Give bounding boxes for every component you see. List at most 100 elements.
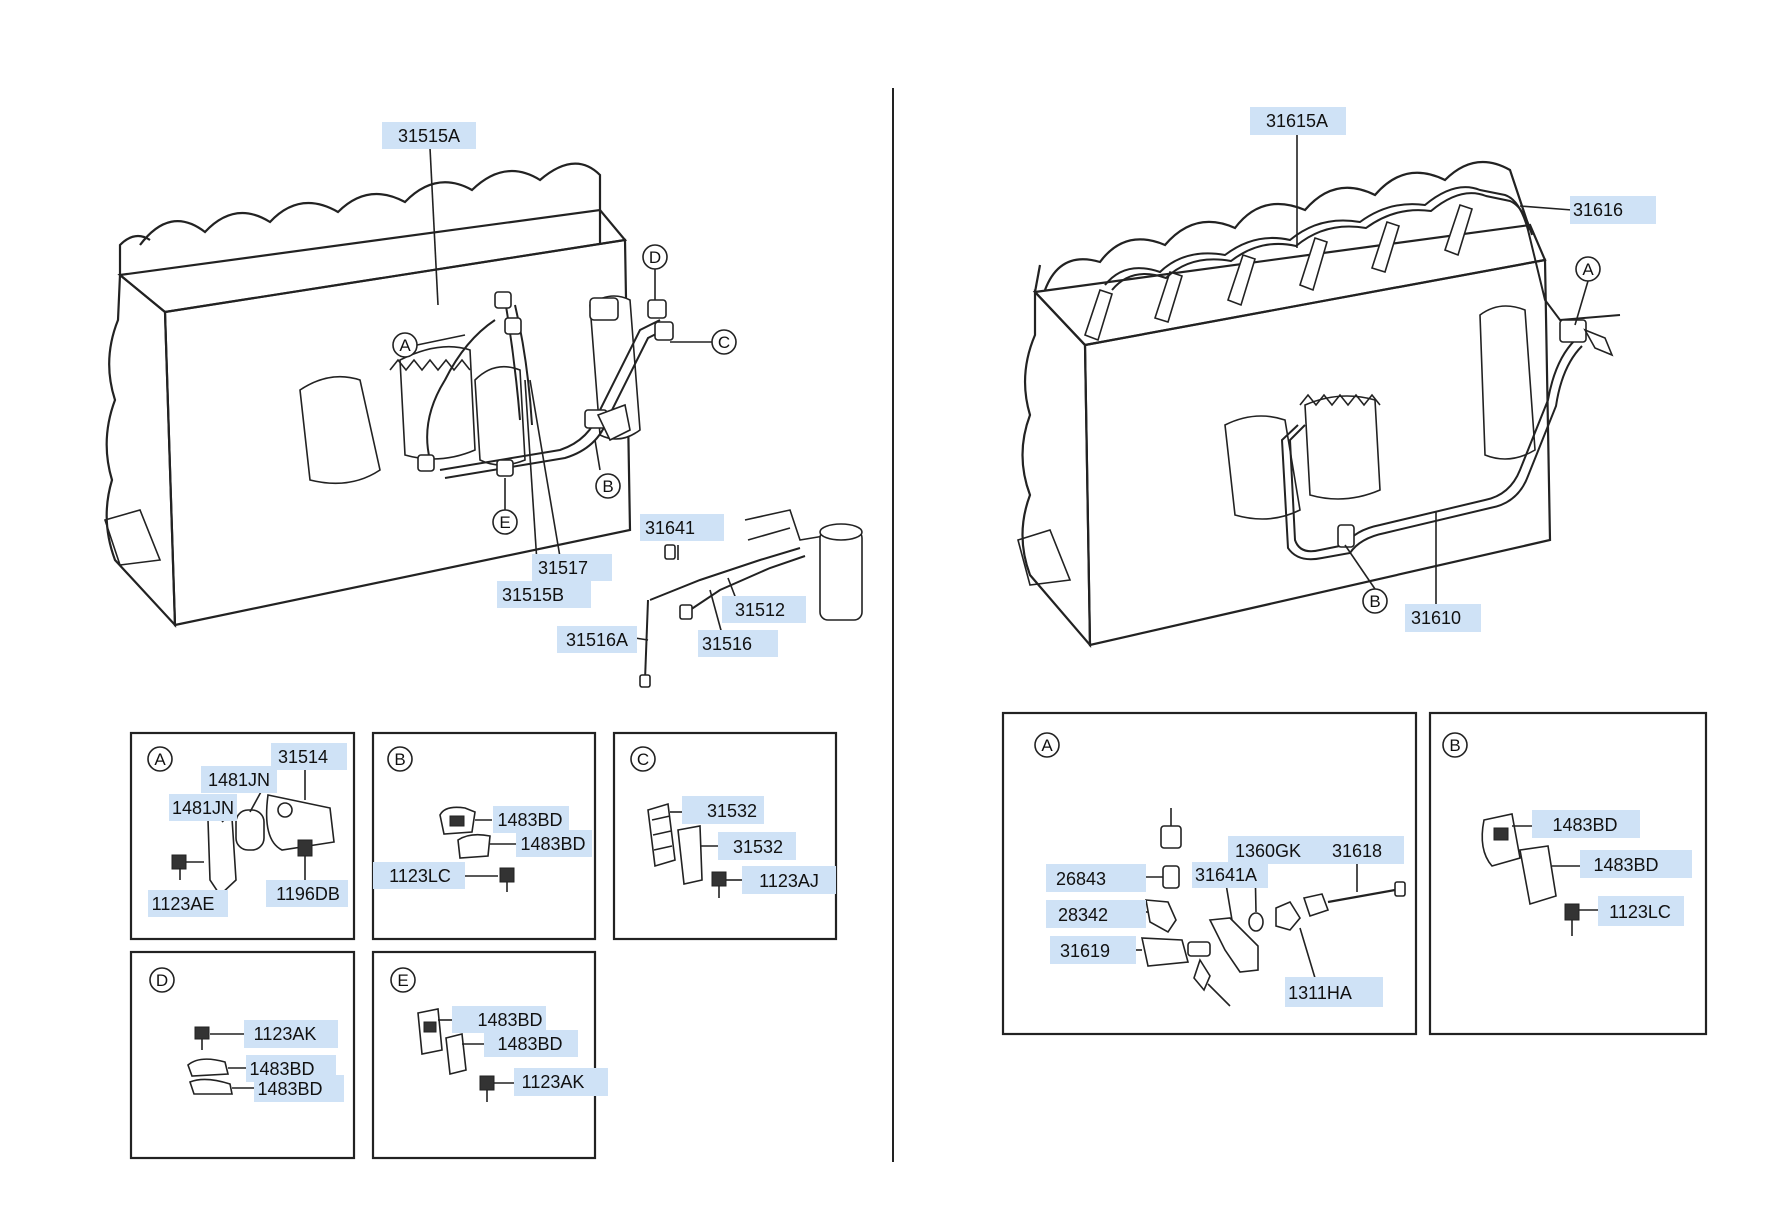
svg-text:31641A: 31641A [1195, 865, 1257, 885]
label-31512: 31512 [722, 596, 806, 623]
callout-B: B [1362, 588, 1388, 614]
label-31615A: 31615A [1250, 107, 1346, 135]
label-1483BD-2: 1483BD [484, 1030, 578, 1057]
left-callouts: A D C B E [392, 244, 737, 535]
label-31619: 31619 [1050, 936, 1136, 964]
label-31514: 31514 [271, 743, 347, 770]
callout-A: A [392, 332, 418, 358]
svg-text:26843: 26843 [1056, 869, 1106, 889]
svg-text:A: A [154, 750, 166, 769]
svg-text:D: D [156, 971, 168, 990]
svg-text:A: A [1582, 260, 1594, 279]
label-31515A: 31515A [382, 122, 476, 149]
label-31641A: 31641A [1192, 862, 1268, 888]
label-31616: 31616 [1570, 196, 1656, 224]
label-31610: 31610 [1405, 604, 1481, 632]
detail-box-left-C: C 31532 31532 1123AJ [612, 731, 838, 941]
svg-text:31641: 31641 [645, 518, 695, 538]
label-26843: 26843 [1046, 864, 1146, 892]
label-28342: 28342 [1046, 900, 1146, 928]
svg-text:1481JN: 1481JN [172, 798, 234, 818]
detail-box-left-D: D 1123AK 1483BD 1483BD [129, 950, 356, 1160]
callout-D: D [642, 244, 668, 270]
detail-box-left-B: B 1483BD 1483BD 1123LC [371, 731, 597, 941]
label-1123AK: 1123AK [244, 1020, 338, 1048]
label-1123LC: 1123LC [373, 862, 465, 889]
svg-text:1483BD: 1483BD [1593, 855, 1658, 875]
label-1360GK: 1360GK [1228, 836, 1320, 864]
label-1123LC: 1123LC [1598, 896, 1684, 926]
label-1311HA: 1311HA [1285, 977, 1383, 1007]
svg-text:31516A: 31516A [566, 630, 628, 650]
label-31532-2: 31532 [718, 832, 796, 860]
svg-text:1483BD: 1483BD [249, 1059, 314, 1079]
svg-text:1483BD: 1483BD [1552, 815, 1617, 835]
left-engine-illustration [103, 162, 863, 688]
label-1481JN-2: 1481JN [169, 794, 237, 821]
svg-text:31515A: 31515A [398, 126, 460, 146]
svg-text:E: E [499, 513, 510, 532]
svg-text:1123LC: 1123LC [1609, 902, 1671, 922]
svg-text:B: B [602, 477, 613, 496]
svg-text:1311HA: 1311HA [1288, 983, 1352, 1003]
callout-C: C [711, 329, 737, 355]
svg-text:1483BD: 1483BD [477, 1010, 542, 1030]
svg-text:31610: 31610 [1411, 608, 1461, 628]
label-1123AE: 1123AE [148, 890, 228, 917]
svg-text:31615A: 31615A [1266, 111, 1328, 131]
left-leader-lines [416, 147, 739, 641]
label-1483BD-2: 1483BD [254, 1075, 344, 1102]
detail-box-left-E: E 1483BD 1483BD 1123AK [371, 950, 608, 1160]
svg-text:1483BD: 1483BD [497, 810, 562, 830]
label-31618: 31618 [1320, 836, 1404, 864]
svg-text:31532: 31532 [707, 801, 757, 821]
svg-text:1123AJ: 1123AJ [759, 871, 819, 891]
svg-text:1483BD: 1483BD [257, 1079, 322, 1099]
label-1481JN-1: 1481JN [201, 766, 277, 793]
svg-text:1481JN: 1481JN [208, 770, 270, 790]
label-31532-1: 31532 [682, 796, 764, 824]
label-1123AK: 1123AK [514, 1068, 608, 1096]
svg-text:31516: 31516 [702, 634, 752, 654]
callout-A: A [1575, 256, 1601, 282]
label-31516: 31516 [698, 630, 778, 657]
detail-box-left-A: A 31514 1481JN 1481JN 1123AE 1196DB [129, 731, 356, 941]
label-1483BD-1: 1483BD [452, 1006, 546, 1033]
svg-text:A: A [1041, 736, 1053, 755]
right-callouts: A B [1362, 256, 1601, 614]
svg-text:E: E [397, 971, 408, 990]
svg-text:31514: 31514 [278, 747, 328, 767]
svg-text:D: D [649, 248, 661, 267]
label-31517: 31517 [532, 554, 612, 581]
right-engine-illustration [1017, 160, 1621, 649]
svg-text:1123AE: 1123AE [152, 894, 215, 914]
svg-text:C: C [637, 750, 649, 769]
svg-text:31616: 31616 [1573, 200, 1623, 220]
svg-text:1483BD: 1483BD [520, 834, 585, 854]
svg-text:31515B: 31515B [502, 585, 564, 605]
label-1483BD-1: 1483BD [1532, 810, 1640, 838]
svg-text:1483BD: 1483BD [497, 1034, 562, 1054]
svg-text:1123AK: 1123AK [522, 1072, 585, 1092]
label-1483BD-2: 1483BD [1580, 850, 1692, 878]
right-part-labels: 31615A 31616 31610 [1250, 107, 1656, 632]
label-1196DB: 1196DB [266, 880, 348, 907]
left-part-labels: 31515A 31641 31517 31515B 31512 31516A 3… [382, 122, 806, 657]
svg-text:A: A [399, 336, 411, 355]
detail-box-right-B: B 1483BD 1483BD 1123LC [1428, 711, 1708, 1036]
svg-text:B: B [1449, 736, 1460, 755]
svg-text:31619: 31619 [1060, 941, 1110, 961]
label-31515B: 31515B [497, 581, 591, 608]
callout-B: B [595, 473, 621, 499]
svg-text:31512: 31512 [735, 600, 785, 620]
svg-text:31532: 31532 [733, 837, 783, 857]
svg-text:31517: 31517 [538, 558, 588, 578]
callout-E: E [492, 509, 518, 535]
svg-text:1123LC: 1123LC [389, 866, 451, 886]
svg-text:1196DB: 1196DB [276, 884, 340, 904]
label-31516A: 31516A [557, 626, 637, 653]
svg-text:1360GK: 1360GK [1235, 841, 1301, 861]
svg-text:1123AK: 1123AK [254, 1024, 317, 1044]
svg-text:31618: 31618 [1332, 841, 1382, 861]
